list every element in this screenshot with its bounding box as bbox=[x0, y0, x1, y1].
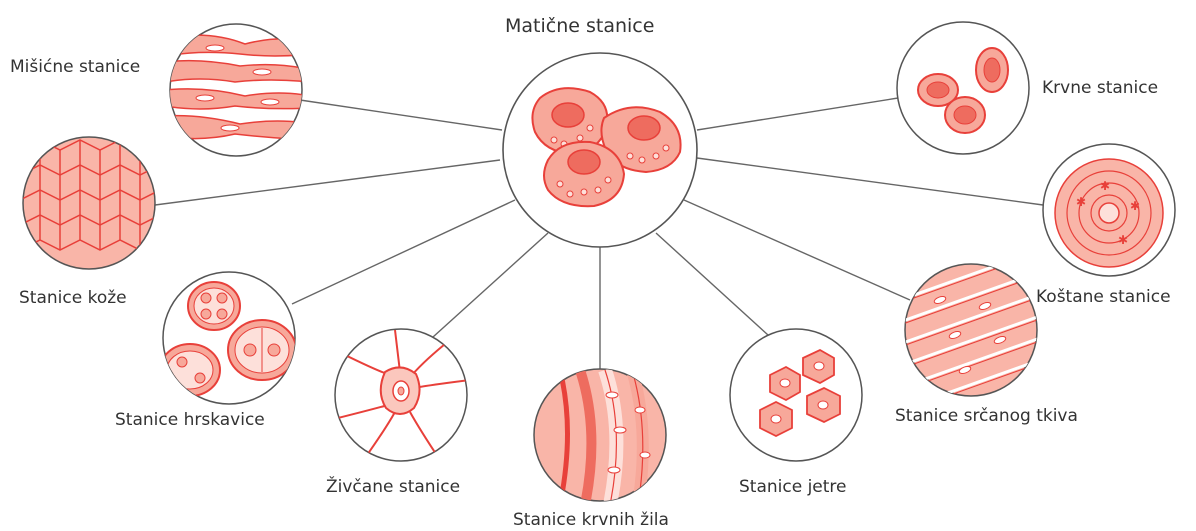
label-cartilage-cells: Stanice hrskavice bbox=[115, 410, 265, 430]
connector-skin bbox=[155, 160, 500, 205]
svg-text:✱: ✱ bbox=[1130, 199, 1140, 213]
label-nerve-cells: Živčane stanice bbox=[326, 477, 460, 497]
connector-muscle bbox=[300, 100, 502, 130]
connector-bone bbox=[697, 158, 1043, 205]
connector-liver bbox=[656, 233, 768, 335]
stem-cells-node bbox=[503, 53, 697, 247]
nerve-cells-node bbox=[330, 329, 470, 465]
liver-cells-node bbox=[730, 329, 862, 461]
label-liver-cells: Stanice jetre bbox=[739, 477, 847, 497]
connector-cartilage bbox=[292, 200, 515, 304]
label-heart-cells: Stanice srčanog tkiva bbox=[895, 406, 1078, 426]
blood-cells-node bbox=[897, 22, 1029, 154]
label-blood-cells: Krvne stanice bbox=[1042, 78, 1158, 98]
blood-vessel-cells-node bbox=[534, 369, 666, 505]
svg-text:✱: ✱ bbox=[1076, 195, 1086, 209]
bone-cells-illustration: ✱ ✱ ✱ ✱ bbox=[1055, 159, 1163, 267]
cartilage-cells-node bbox=[160, 272, 296, 404]
muscle-cells-node bbox=[165, 24, 310, 156]
label-blood-vessel-cells: Stanice krvnih žila bbox=[513, 510, 669, 530]
heart-cells-node bbox=[900, 250, 1040, 413]
label-bone-cells: Koštane stanice bbox=[1036, 287, 1171, 307]
svg-text:✱: ✱ bbox=[1118, 233, 1128, 247]
connector-blood bbox=[697, 98, 898, 130]
svg-text:✱: ✱ bbox=[1100, 179, 1110, 193]
label-skin-cells: Stanice kože bbox=[19, 288, 127, 308]
label-muscle-cells: Mišićne stanice bbox=[10, 57, 140, 77]
connector-heart bbox=[684, 200, 910, 300]
connector-nerve bbox=[433, 233, 548, 337]
bone-cells-node: ✱ ✱ ✱ ✱ bbox=[1043, 144, 1175, 276]
center-label: Matične stanice bbox=[505, 16, 654, 36]
skin-cells-node bbox=[20, 137, 160, 269]
